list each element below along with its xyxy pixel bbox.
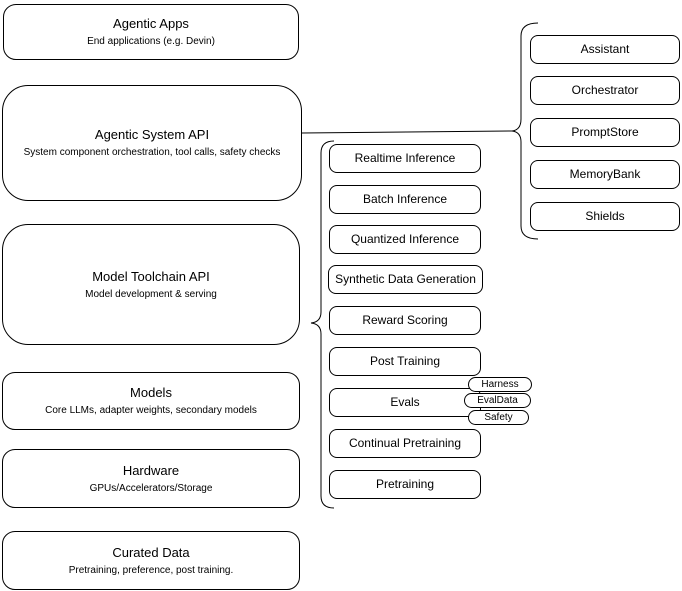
node-label: Post Training — [369, 354, 441, 368]
node-title: Agentic System API — [94, 127, 210, 142]
node-quantized-inference: Quantized Inference — [329, 225, 481, 254]
node-title: Model Toolchain API — [92, 268, 210, 284]
pill-safety: Safety — [468, 410, 529, 425]
pill-label: Safety — [484, 412, 513, 423]
node-pretraining: Pretraining — [329, 470, 481, 499]
node-label: Realtime Inference — [354, 151, 456, 165]
node-models: Models Core LLMs, adapter weights, secon… — [2, 372, 300, 430]
node-batch-inference: Batch Inference — [329, 185, 481, 214]
system-api-connector-line — [301, 130, 513, 134]
node-subtitle: Core LLMs, adapter weights, secondary mo… — [45, 405, 257, 416]
node-evals: Evals — [329, 388, 481, 417]
pill-evaldata: EvalData — [464, 393, 531, 408]
node-model-toolchain-api: Model Toolchain API Model development & … — [2, 224, 300, 345]
node-title: Curated Data — [112, 544, 190, 560]
node-label: Synthetic Data Generation — [335, 272, 476, 286]
node-label: Reward Scoring — [362, 313, 448, 327]
node-subtitle: GPUs/Accelerators/Storage — [89, 482, 213, 494]
node-subtitle: End applications (e.g. Devin) — [87, 36, 215, 47]
node-label: Quantized Inference — [350, 232, 460, 246]
node-post-training: Post Training — [329, 347, 481, 376]
node-agentic-apps: Agentic Apps End applications (e.g. Devi… — [3, 4, 299, 60]
node-title: Agentic Apps — [113, 16, 189, 31]
node-label: Assistant — [580, 42, 630, 56]
node-shields: Shields — [530, 202, 680, 231]
node-agentic-system-api: Agentic System API System component orch… — [2, 85, 302, 201]
node-label: PromptStore — [571, 125, 639, 139]
node-curated-data: Curated Data Pretraining, preference, po… — [2, 531, 300, 590]
node-label: Pretraining — [375, 477, 435, 491]
node-label: Continual Pretraining — [348, 436, 462, 450]
node-label: Shields — [585, 209, 625, 223]
node-label: Orchestrator — [571, 83, 639, 97]
node-title: Hardware — [122, 462, 180, 478]
node-continual-pretraining: Continual Pretraining — [329, 429, 481, 458]
node-promptstore: PromptStore — [530, 118, 680, 147]
node-label: MemoryBank — [569, 167, 641, 181]
node-orchestrator: Orchestrator — [530, 76, 680, 105]
node-realtime-inference: Realtime Inference — [329, 144, 481, 173]
pill-label: Harness — [481, 379, 519, 390]
pill-harness: Harness — [468, 377, 532, 392]
node-memorybank: MemoryBank — [530, 160, 680, 189]
node-synthetic-data-generation: Synthetic Data Generation — [328, 265, 483, 294]
node-hardware: Hardware GPUs/Accelerators/Storage — [2, 449, 300, 508]
node-assistant: Assistant — [530, 35, 680, 64]
node-subtitle: Model development & serving — [85, 288, 217, 300]
node-reward-scoring: Reward Scoring — [329, 306, 481, 335]
pill-label: EvalData — [477, 395, 518, 406]
node-subtitle: System component orchestration, tool cal… — [23, 147, 281, 158]
node-label: Batch Inference — [362, 192, 448, 206]
node-subtitle: Pretraining, preference, post training. — [68, 564, 234, 576]
node-title: Models — [130, 385, 172, 400]
node-label: Evals — [390, 395, 420, 409]
